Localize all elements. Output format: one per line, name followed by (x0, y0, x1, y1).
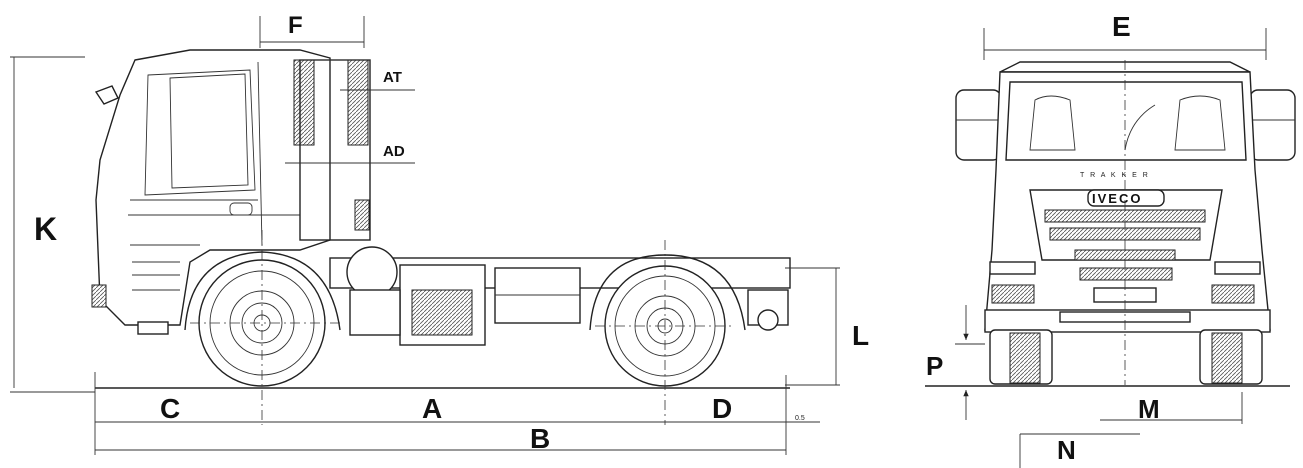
dimension-label-AD: AD (383, 143, 405, 160)
dimension-label-M: M (1138, 394, 1160, 424)
small-note-label: 0.5 (795, 415, 805, 422)
dimension-label-C: C (160, 393, 180, 424)
dimension-label-F: F (288, 12, 303, 39)
dimension-label-AT: AT (383, 69, 402, 86)
chassis (329, 246, 791, 346)
side-view-truck (91, 49, 791, 425)
front-view-truck: T R A K K E R IVECO (925, 60, 1296, 387)
side-dimension-lines (10, 16, 840, 455)
dimension-label-K: K (34, 211, 57, 247)
dimension-label-E: E (1112, 11, 1131, 42)
front-dimension-lines (955, 28, 1267, 468)
dimension-label-L: L (852, 320, 869, 351)
brand-lettering: IVECO (1092, 191, 1142, 206)
dimension-label-N: N (1057, 435, 1076, 465)
front-wheel (184, 251, 341, 387)
dimension-label-A: A (422, 393, 442, 424)
model-lettering: T R A K K E R (1080, 172, 1150, 179)
dimension-label-D: D (712, 393, 732, 424)
dimension-label-B: B (530, 423, 550, 454)
dimension-label-P: P (926, 351, 943, 381)
